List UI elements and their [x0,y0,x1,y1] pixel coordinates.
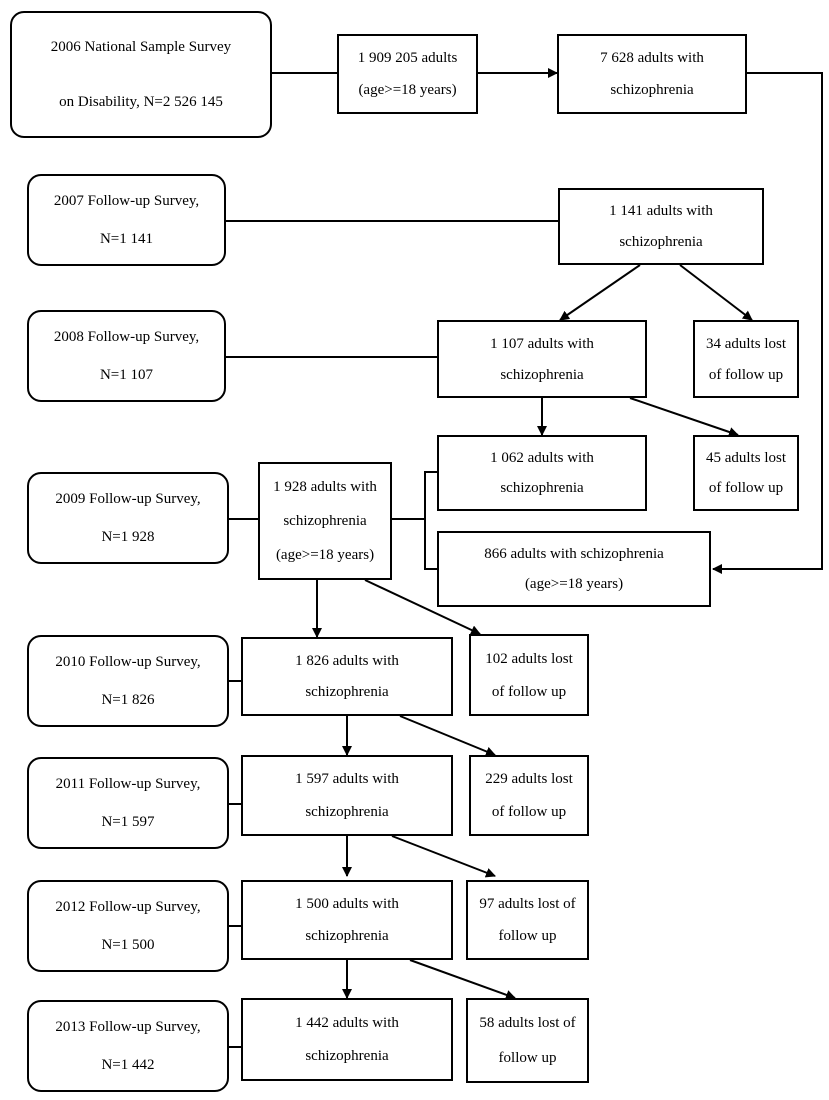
lost-2012-line1: 97 adults lost of [479,896,576,912]
survey-2011-line1: 2011 Follow-up Survey, [55,776,201,792]
schizo-2009-total-box: 1 928 adults with schizophrenia (age>=18… [258,462,392,580]
schizo-2006-line2: schizophrenia [610,82,694,98]
schizo-2012-line1: 1 500 adults with [295,896,399,912]
schizo-2009-new-line1: 866 adults with schizophrenia [484,546,664,562]
lost-2009-line1: 45 adults lost [705,450,786,466]
schizo-2009-new-line2: (age>=18 years) [524,576,624,592]
survey-2012-box: 2012 Follow-up Survey, N=1 500 [27,880,229,972]
arrow-2007-to-2008 [559,264,641,321]
survey-2008-line1: 2008 Follow-up Survey, [53,329,200,345]
schizo-2010-line1: 1 826 adults with [295,652,399,669]
lost-2013-line2: follow up [498,1049,557,1066]
lost-2010-line1: 102 adults lost [485,650,573,667]
lost-2010-line2: of follow up [491,683,567,700]
schizo-2013-box: 1 442 adults with schizophrenia [241,998,453,1081]
adults-2006-line2: (age>=18 years) [358,82,457,98]
survey-2011-line2: N=1 597 [101,814,155,830]
survey-2007-box: 2007 Follow-up Survey, N=1 141 [27,174,226,266]
lost-2009-line2: of follow up [708,480,784,496]
schizo-2007-box: 1 141 adults with schizophrenia [558,188,764,265]
lost-2008-box: 34 adults lost of follow up [693,320,799,398]
lost-2012-box: 97 adults lost of follow up [466,880,589,960]
schizo-2009-followed-line1: 1 062 adults with [490,450,594,466]
lost-2011-box: 229 adults lost of follow up [469,755,589,836]
survey-2013-line2: N=1 442 [101,1057,155,1073]
schizo-2009-total-line2: schizophrenia [283,513,367,529]
survey-2011-box: 2011 Follow-up Survey, N=1 597 [27,757,229,849]
survey-2007-line1: 2007 Follow-up Survey, [53,193,200,209]
survey-2013-box: 2013 Follow-up Survey, N=1 442 [27,1000,229,1092]
arrow-2008-to-lost-2009 [629,397,739,437]
bracket-total-to-components [424,471,437,570]
schizo-2009-new-box: 866 adults with schizophrenia (age>=18 y… [437,531,711,607]
lost-2011-line2: of follow up [491,803,567,820]
schizo-2006-line1: 7 628 adults with [600,50,704,66]
lost-2011-line1: 229 adults lost [485,771,573,788]
survey-2010-line1: 2010 Follow-up Survey, [55,654,201,670]
lost-2009-box: 45 adults lost of follow up [693,435,799,511]
schizo-2011-line2: schizophrenia [305,803,389,820]
survey-2008-line2: N=1 107 [99,367,154,383]
schizo-2007-line1: 1 141 adults with [609,203,713,220]
schizo-2010-box: 1 826 adults with schizophrenia [241,637,453,716]
survey-2008-box: 2008 Follow-up Survey, N=1 107 [27,310,226,402]
survey-2006-line1: 2006 National Sample Survey [50,38,232,55]
schizo-2006-box: 7 628 adults with schizophrenia [557,34,747,114]
lost-2008-line2: of follow up [708,366,784,383]
schizo-2009-followed-line2: schizophrenia [500,480,584,496]
lost-2010-box: 102 adults lost of follow up [469,634,589,716]
arrow-schizo-2006-to-866-new [712,72,823,574]
arrow-2009-to-lost-2010 [364,579,481,635]
arrow-2011-to-lost-2012 [391,835,496,878]
lost-2012-line2: follow up [498,928,557,944]
schizo-2009-total-line3: (age>=18 years) [275,547,375,563]
survey-2006-line2: on Disability, N=2 526 145 [59,94,223,111]
schizo-2012-box: 1 500 adults with schizophrenia [241,880,453,960]
schizo-2011-line1: 1 597 adults with [295,771,399,788]
arrow-2012-to-lost-2013 [409,959,516,1000]
schizo-2008-line2: schizophrenia [500,366,584,383]
schizo-2008-box: 1 107 adults with schizophrenia [437,320,647,398]
survey-2009-line2: N=1 928 [101,529,155,545]
schizo-2013-line2: schizophrenia [305,1048,389,1065]
survey-2009-box: 2009 Follow-up Survey, N=1 928 [27,472,229,564]
schizo-2009-followed-box: 1 062 adults with schizophrenia [437,435,647,511]
schizo-2011-box: 1 597 adults with schizophrenia [241,755,453,836]
survey-2012-line1: 2012 Follow-up Survey, [55,899,201,915]
survey-2010-box: 2010 Follow-up Survey, N=1 826 [27,635,229,727]
survey-2013-line1: 2013 Follow-up Survey, [55,1019,201,1035]
survey-2007-line2: N=1 141 [99,231,154,247]
survey-2010-line2: N=1 826 [101,692,155,708]
schizo-2012-line2: schizophrenia [305,928,389,944]
lost-2008-line1: 34 adults lost [705,335,786,352]
schizo-2009-total-line1: 1 928 adults with [273,479,377,495]
survey-2009-line1: 2009 Follow-up Survey, [55,491,201,507]
schizo-2013-line1: 1 442 adults with [295,1014,399,1031]
survey-2006-box: 2006 National Sample Survey on Disabilit… [10,11,272,138]
schizo-2007-line2: schizophrenia [619,233,703,250]
arrow-2007-to-lost-2008 [679,264,753,321]
survey-2012-line2: N=1 500 [101,937,155,953]
schizo-2010-line2: schizophrenia [305,684,389,701]
lost-2013-box: 58 adults lost of follow up [466,998,589,1083]
adults-2006-line1: 1 909 205 adults [357,50,458,66]
lost-2013-line1: 58 adults lost of [479,1015,576,1032]
arrow-2010-to-lost-2011 [399,715,496,757]
adults-2006-box: 1 909 205 adults (age>=18 years) [337,34,478,114]
schizo-2008-line1: 1 107 adults with [490,335,594,352]
